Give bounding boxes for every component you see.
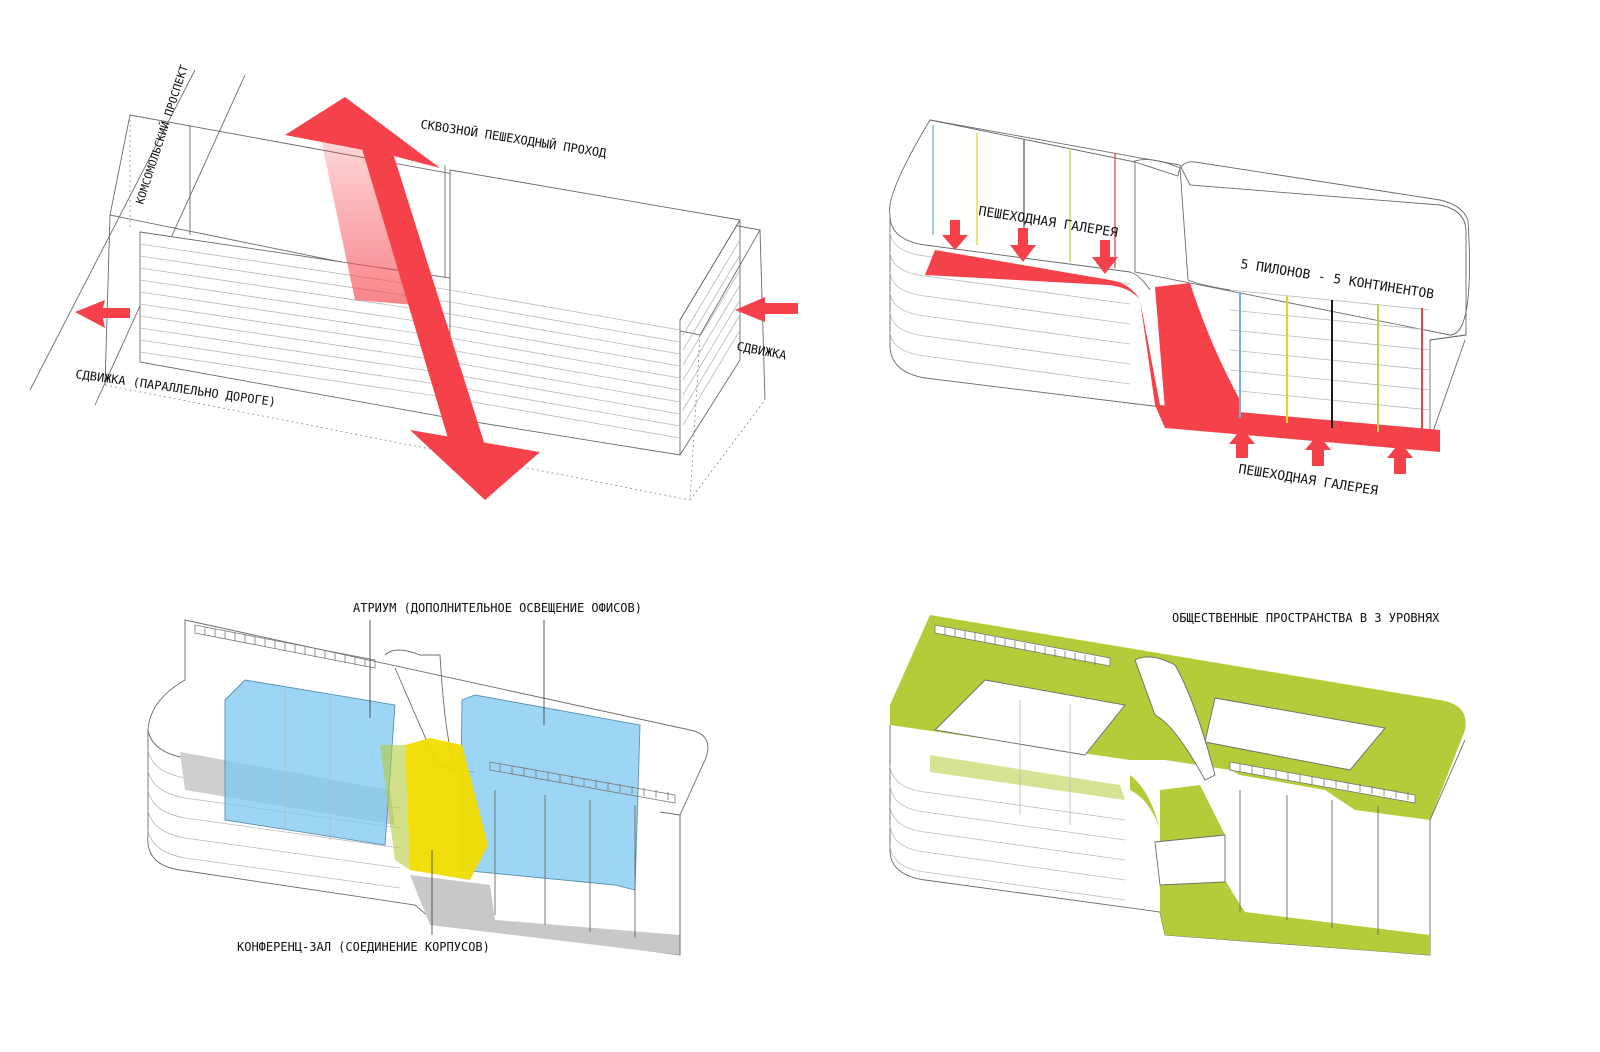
panel-pedestrian-passage: КОМСОМОЛЬСКИЙ ПРОСПЕКТ СКВОЗНОЙ ПЕШЕХОДН… <box>29 63 798 501</box>
gallery-arrows-top <box>942 220 1118 274</box>
roof-opening-left <box>934 679 1126 756</box>
building-envelope <box>147 619 709 956</box>
conference-connector <box>380 745 410 870</box>
gray-floor-bottom <box>410 875 680 955</box>
gallery-bottom-label: ПЕШЕХОДНАЯ ГАЛЕРЕЯ <box>1237 462 1379 499</box>
conference-label: КОНФЕРЕНЦ-ЗАЛ (СОЕДИНЕНИЕ КОРПУСОВ) <box>237 940 490 954</box>
public-label: ОБЩЕСТВЕННЫЕ ПРОСТРАНСТВА В 3 УРОВНЯХ <box>1172 611 1440 625</box>
shift-arrow-left <box>75 300 130 328</box>
atrium-volume-left <box>224 679 396 846</box>
pylons-label: 5 ПИЛОНОВ - 5 КОНТИНЕНТОВ <box>1239 257 1435 302</box>
pylons <box>932 125 1423 436</box>
roof-truss <box>934 624 1416 804</box>
building-envelope <box>889 725 1466 956</box>
panel-public-spaces: ОБЩЕСТВЕННЫЕ ПРОСТРАНСТВА В 3 УРОВНЯХ <box>889 611 1466 956</box>
walkway-arrow <box>285 97 540 500</box>
walkway-label: СКВОЗНОЙ ПЕШЕХОДНЫЙ ПРОХОД <box>420 116 609 160</box>
panel-pedestrian-gallery: ПЕШЕХОДНАЯ ГАЛЕРЕЯ 5 ПИЛОНОВ - 5 КОНТИНЕ… <box>889 119 1470 499</box>
red-gallery-slope <box>1155 283 1240 420</box>
structure-lines <box>284 690 681 955</box>
building-block-right <box>449 169 741 456</box>
gallery-arrows-bottom <box>1229 428 1413 474</box>
structure-lines <box>1019 700 1379 935</box>
roof-truss <box>194 624 676 804</box>
roof-opening-right <box>1204 697 1386 771</box>
floor-bands <box>147 749 401 889</box>
street-line-1 <box>29 69 196 391</box>
gallery-top-label: ПЕШЕХОДНАЯ ГАЛЕРЕЯ <box>977 204 1119 241</box>
floor-bands <box>889 231 1467 411</box>
building-envelope <box>889 119 1470 441</box>
shift-right-label: СДВИЖКА <box>735 339 788 363</box>
shift-arrow-right <box>735 297 798 322</box>
floor-bands <box>889 764 1126 901</box>
green-gallery-ground <box>1130 775 1430 955</box>
street-label: КОМСОМОЛЬСКИЙ ПРОСПЕКТ <box>133 63 191 206</box>
atrium-volume-right <box>459 694 641 891</box>
green-gallery-mid <box>930 755 1125 800</box>
panel-atrium-conference: АТРИУМ (ДОПОЛНИТЕЛЬНОЕ ОСВЕЩЕНИЕ ОФИСОВ)… <box>147 601 709 956</box>
conference-volume <box>405 738 488 880</box>
atrium-label: АТРИУМ (ДОПОЛНИТЕЛЬНОЕ ОСВЕЩЕНИЕ ОФИСОВ) <box>353 601 642 615</box>
